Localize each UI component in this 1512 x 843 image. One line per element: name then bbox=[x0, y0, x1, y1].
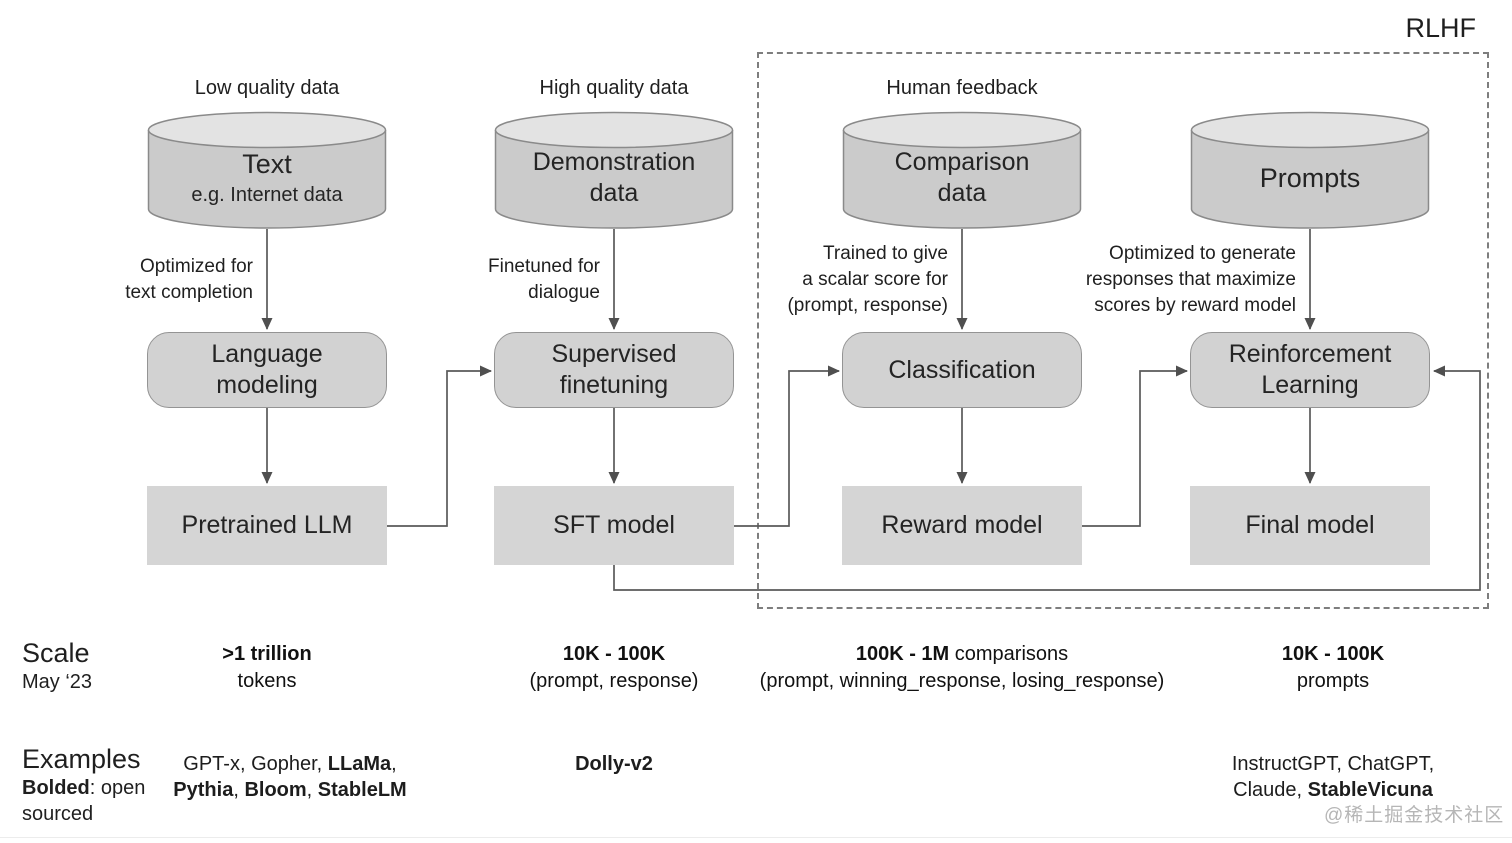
edge-annotation: Optimized for text completion bbox=[125, 256, 253, 303]
column-reinforcement-learning: Prompts Optimized to generate responses … bbox=[1086, 0, 1434, 843]
arrow-sft-model-feedback-to-reinforcement-learning bbox=[613, 365, 1481, 591]
process-supervised-finetuning: Supervised finetuning bbox=[494, 332, 734, 408]
edge-annotation: Finetuned for dialogue bbox=[488, 256, 600, 303]
model-pretrained-llm: Pretrained LLM bbox=[147, 486, 387, 565]
examples-row-title: Examples bbox=[22, 744, 141, 774]
model-sft: SFT model bbox=[494, 486, 734, 565]
scale-entry: >1 trillion tokens bbox=[222, 643, 312, 692]
column-pretraining: Low quality data Text e.g. Internet data… bbox=[125, 0, 407, 843]
examples-bold-note: Bolded: open bbox=[22, 777, 146, 799]
arrow-sft-model-to-classification bbox=[734, 365, 840, 527]
process-language-modeling: Language modeling bbox=[147, 332, 387, 408]
scale-entry: 100K - 1M comparisons (prompt, winning_r… bbox=[759, 643, 1165, 692]
datastore-text-cylinder: Text e.g. Internet data bbox=[147, 110, 387, 230]
process-classification: Classification bbox=[842, 332, 1082, 408]
cylinder-label: Demonstration data bbox=[494, 134, 734, 222]
datastore-demonstration-cylinder: Demonstration data bbox=[494, 110, 734, 230]
bottom-divider bbox=[0, 837, 1512, 838]
arrow-pretrained-llm-to-supervised-finetuning bbox=[387, 365, 492, 527]
arrow-reward-model-to-reinforcement-learning bbox=[1082, 365, 1188, 527]
database-cylinder-icon bbox=[1190, 111, 1430, 229]
column-header: Human feedback bbox=[886, 77, 1038, 99]
database-cylinder-icon bbox=[494, 111, 734, 229]
model-reward: Reward model bbox=[842, 486, 1082, 565]
cylinder-title: Comparison data bbox=[894, 148, 1030, 207]
cylinder-label: Text e.g. Internet data bbox=[147, 134, 387, 222]
cylinder-subtitle: e.g. Internet data bbox=[191, 183, 343, 206]
cylinder-label: Comparison data bbox=[842, 134, 1082, 222]
cylinder-label: Prompts bbox=[1190, 134, 1430, 222]
cylinder-title: Prompts bbox=[1259, 162, 1361, 193]
edge-annotation: Trained to give a scalar score for (prom… bbox=[787, 243, 948, 316]
examples-entry: Dolly-v2 bbox=[575, 753, 653, 775]
watermark: @稀土掘金技术社区 bbox=[1324, 805, 1505, 826]
column-header: High quality data bbox=[539, 77, 689, 99]
scale-entry: 10K - 100K (prompt, response) bbox=[529, 643, 699, 692]
database-cylinder-icon bbox=[147, 111, 387, 229]
rlhf-region-label: RLHF bbox=[1405, 13, 1476, 43]
column-supervised-finetuning: High quality data Demonstration data Fin… bbox=[488, 0, 734, 843]
scale-row-title: Scale bbox=[22, 638, 90, 668]
datastore-prompts-cylinder: Prompts bbox=[1190, 110, 1430, 230]
rlhf-dashed-region bbox=[757, 52, 1489, 609]
scale-entry: 10K - 100K prompts bbox=[1281, 643, 1385, 692]
examples-entry: GPT-x, Gopher, LLaMa, Pythia, Bloom, Sta… bbox=[173, 753, 407, 801]
edge-annotation: Optimized to generate responses that max… bbox=[1085, 243, 1296, 316]
column-header: Low quality data bbox=[194, 77, 340, 99]
cylinder-title: Text bbox=[242, 148, 292, 179]
examples-entry: InstructGPT, ChatGPT, Claude, StableVicu… bbox=[1231, 753, 1435, 801]
column-reward-modeling: Human feedback Comparison data Trained t… bbox=[760, 0, 1165, 843]
database-cylinder-icon bbox=[842, 111, 1082, 229]
examples-bold-note-line2: sourced bbox=[22, 803, 94, 825]
datastore-comparison-cylinder: Comparison data bbox=[842, 110, 1082, 230]
cylinder-title: Demonstration data bbox=[532, 148, 696, 207]
process-reinforcement-learning: Reinforcement Learning bbox=[1190, 332, 1430, 408]
scale-row-date: May ‘23 bbox=[22, 671, 93, 693]
model-final: Final model bbox=[1190, 486, 1430, 565]
